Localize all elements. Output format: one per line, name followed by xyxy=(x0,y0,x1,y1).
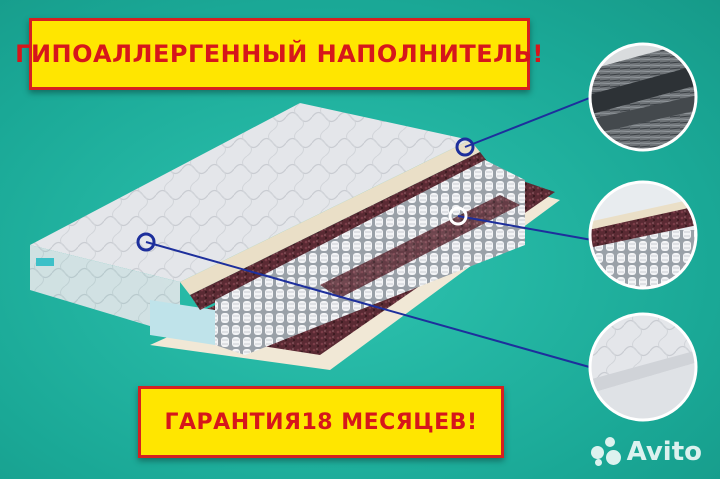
avito-watermark-text: Avito xyxy=(626,437,702,467)
callout-lines xyxy=(145,96,601,371)
detail-circle-springs xyxy=(588,180,698,290)
promo-banner-top: ГИПОАЛЛЕРГЕННЫЙ НАПОЛНИТЕЛЬ! xyxy=(15,18,543,90)
top-comfort-layer xyxy=(180,140,480,295)
callout-marker-cover xyxy=(136,232,156,252)
detail-circle-felt xyxy=(588,42,698,152)
promo-banner-bottom: ГАРАНТИЯ18 МЕСЯЦЕВ! xyxy=(138,386,504,458)
independent-springs-block xyxy=(215,160,525,355)
felt-layer-top xyxy=(190,152,490,310)
promo-banner-bottom-text: ГАРАНТИЯ18 МЕСЯЦЕВ! xyxy=(164,409,478,435)
callout-marker-springs xyxy=(448,206,468,226)
callout-marker-felt xyxy=(455,137,475,157)
foam-edge-block xyxy=(150,300,215,345)
brand-tag xyxy=(36,258,54,266)
mattress-side-cover xyxy=(30,245,180,335)
felt-layer-middle xyxy=(320,195,520,298)
promo-banner-top-text: ГИПОАЛЛЕРГЕННЫЙ НАПОЛНИТЕЛЬ! xyxy=(15,40,544,68)
avito-watermark: Avito xyxy=(590,437,702,467)
detail-circle-cover xyxy=(588,312,698,422)
avito-logo-icon xyxy=(590,437,621,467)
